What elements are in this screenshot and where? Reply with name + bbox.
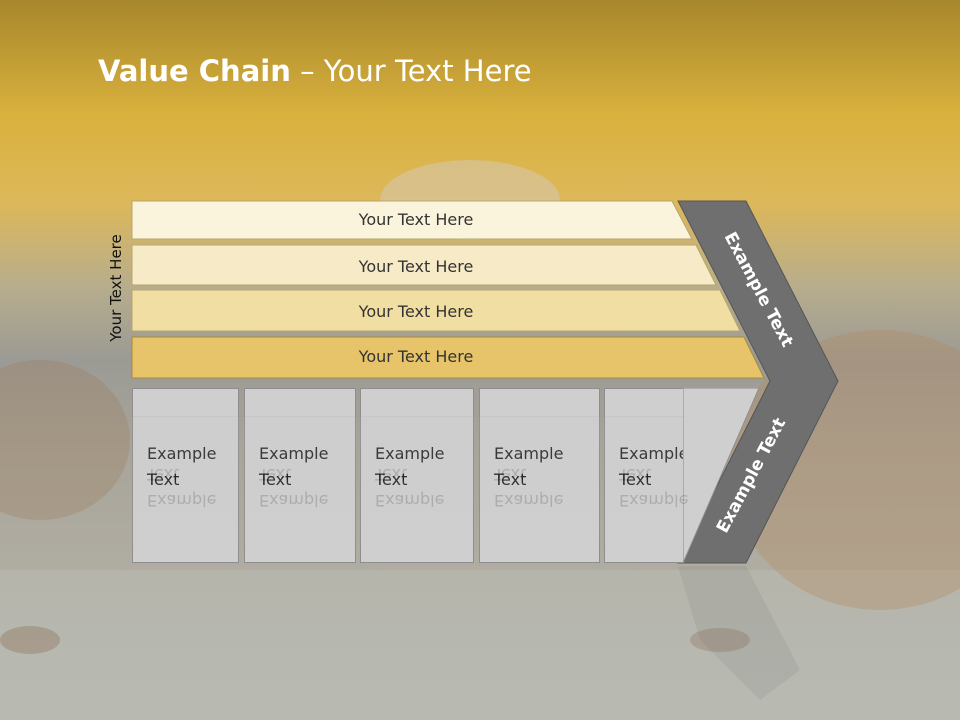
activity-box-1: Example Text — [132, 388, 239, 563]
bar-1-label: Your Text Here — [358, 210, 474, 229]
bar-3-label: Your Text Here — [358, 302, 474, 321]
bar-2 — [131, 244, 717, 286]
reflection-label: Example Text — [619, 465, 689, 510]
activity-box-2-reflection: Example Text — [244, 416, 356, 566]
activity-box-5-reflection: Example Text — [604, 416, 688, 566]
slide-title: Value Chain – Your Text Here — [98, 54, 532, 88]
activity-box-4: Example Text — [479, 388, 600, 563]
activity-box-3-label: Example Text — [375, 444, 445, 489]
reflection-label: Example Text — [494, 465, 564, 510]
activity-box-1-reflection: Example Text — [132, 416, 239, 566]
reflection-label: Example Text — [259, 465, 329, 510]
bar-4 — [131, 336, 765, 379]
chevron-reflection — [678, 566, 800, 700]
bar-3 — [131, 289, 741, 332]
activity-box-5-label: Example Text — [619, 444, 689, 489]
activity-box-5: Example Text — [604, 388, 688, 563]
activity-box-5-slant — [683, 388, 760, 564]
activity-box-3-reflection: Example Text — [360, 416, 474, 566]
table-surface — [0, 570, 960, 720]
reflection-label: Example Text — [147, 465, 217, 510]
bar-4-label: Your Text Here — [358, 347, 474, 366]
title-bold: Value Chain — [98, 54, 291, 88]
leaf-left — [0, 626, 60, 654]
bar-1 — [131, 200, 693, 240]
activity-box-4-reflection: Example Text — [479, 416, 600, 566]
reflection-label: Example Text — [375, 465, 445, 510]
title-rest: – Your Text Here — [290, 54, 532, 88]
activity-box-4-label: Example Text — [494, 444, 564, 489]
activity-box-2-label: Example Text — [259, 444, 329, 489]
activity-box-2: Example Text — [244, 388, 356, 563]
bar-2-label: Your Text Here — [358, 257, 474, 276]
activity-box-1-label: Example Text — [147, 444, 217, 489]
activity-box-3: Example Text — [360, 388, 474, 563]
chevron-arrow — [677, 200, 839, 564]
leaf-right — [690, 628, 750, 652]
blanket-left — [0, 360, 130, 520]
